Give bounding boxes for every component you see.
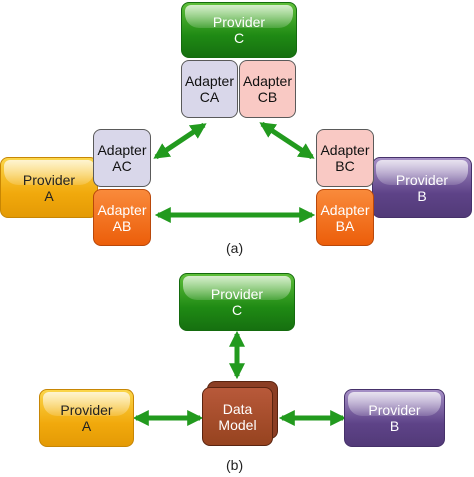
provider-c-b: Provider C [179,273,295,331]
caption-b: (b) [226,457,244,473]
adapter-ab: Adapter AB [93,189,151,246]
adapter-ba-line2: BA [335,217,355,234]
provider-b-b-line1: Provider [368,402,421,418]
arrow-ac-ca [153,122,207,160]
adapter-ca-line2: CA [199,89,220,105]
adapter-ac-line2: AC [112,158,132,174]
arrow-cb-bc [259,121,315,160]
provider-c-a-line1: Provider [212,14,266,30]
adapter-bc-line2: BC [335,158,355,174]
caption-a: (a) [226,240,244,256]
adapter-cb-line2: CB [257,89,278,105]
provider-c-b-line1: Provider [210,286,264,302]
adapter-ac-line1: Adapter [97,142,147,158]
provider-a-a-line1: Provider [22,171,76,188]
provider-a-a: Provider A [0,157,98,218]
provider-c-b-line2: C [231,302,243,318]
provider-b-b: Provider B [344,389,445,447]
adapter-ca: Adapter CA [181,60,238,118]
provider-a-b: Provider A [39,389,134,447]
adapter-ab-line1: Adapter [97,201,147,218]
adapter-ba-line1: Adapter [320,201,370,218]
data-model-line1: Data [222,400,253,417]
provider-c-a: Provider C [181,2,297,58]
adapter-ba: Adapter BA [316,189,374,246]
adapter-ca-line1: Adapter [184,73,235,89]
provider-c-a-line2: C [233,30,245,46]
provider-b-a-line2: B [417,187,427,204]
adapter-bc: Adapter BC [316,129,374,187]
provider-a-a-line2: A [44,187,54,204]
adapter-ac: Adapter AC [93,129,151,187]
provider-b-a-line1: Provider [395,171,449,188]
provider-a-b-line1: Provider [60,402,113,418]
adapter-cb-line1: Adapter [242,73,293,89]
adapter-cb: Adapter CB [239,60,296,118]
adapter-bc-line1: Adapter [320,142,370,158]
provider-b-a: Provider B [372,157,472,218]
adapter-ab-line2: AB [112,217,132,234]
data-model-line2: Model [218,416,257,433]
data-model: Data Model [202,387,273,446]
provider-a-b-line2: A [81,418,92,434]
provider-b-b-line2: B [389,418,400,434]
